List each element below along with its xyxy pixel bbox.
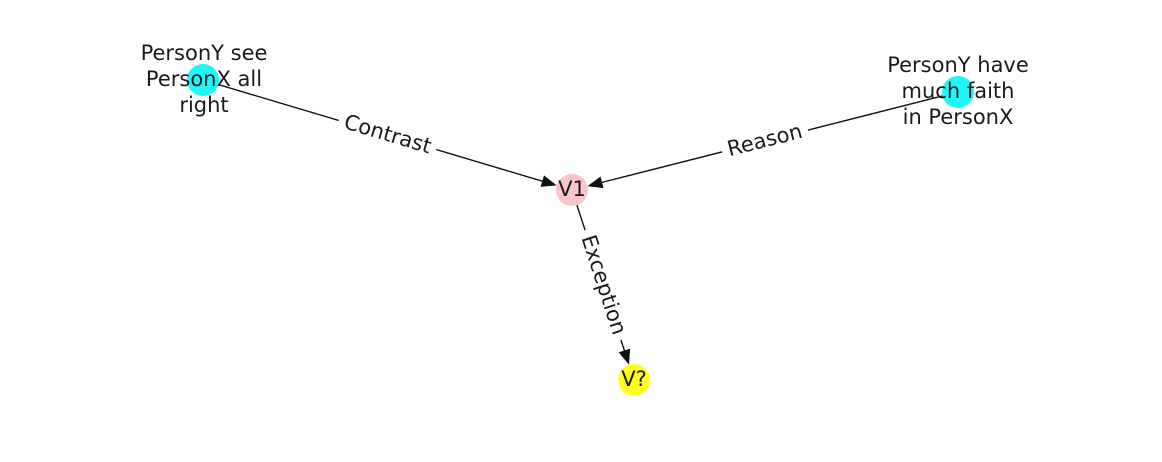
edge-label-bg [718, 115, 812, 165]
node-label-line: PersonY have [887, 53, 1029, 77]
arrowhead-e3 [618, 348, 631, 365]
node-label-v1: V1 [558, 177, 586, 201]
edge-label-group-e3: Exception [572, 225, 636, 344]
arrowhead-e2 [587, 176, 604, 189]
node-label-vq: V? [621, 367, 647, 391]
node-label-line: V? [621, 367, 647, 391]
node-v1 [556, 174, 588, 206]
node-n2 [942, 76, 974, 108]
node-vq [618, 364, 650, 396]
edge-label-bg [572, 225, 636, 344]
node-label-line: PersonY see [141, 41, 268, 65]
node-label-line: much faith [902, 79, 1015, 103]
node-label-line: right [179, 93, 228, 117]
edge-label-e2: Reason [725, 119, 805, 161]
edge-label-e3: Exception [577, 232, 632, 338]
edge-label-e1: Contrast [341, 110, 434, 159]
arrowhead-e1 [540, 175, 557, 187]
node-label-line: V1 [558, 177, 586, 201]
node-layer [187, 64, 974, 396]
node-n1 [187, 64, 219, 96]
edge-layer [202, 79, 959, 365]
edge-label-group-e1: Contrast [335, 106, 441, 162]
node-label-line: in PersonX [903, 105, 1014, 129]
edge-label-bg [335, 106, 441, 162]
edge-label-group-e2: Reason [718, 115, 812, 165]
node-label-line: PersonX all [146, 67, 262, 91]
